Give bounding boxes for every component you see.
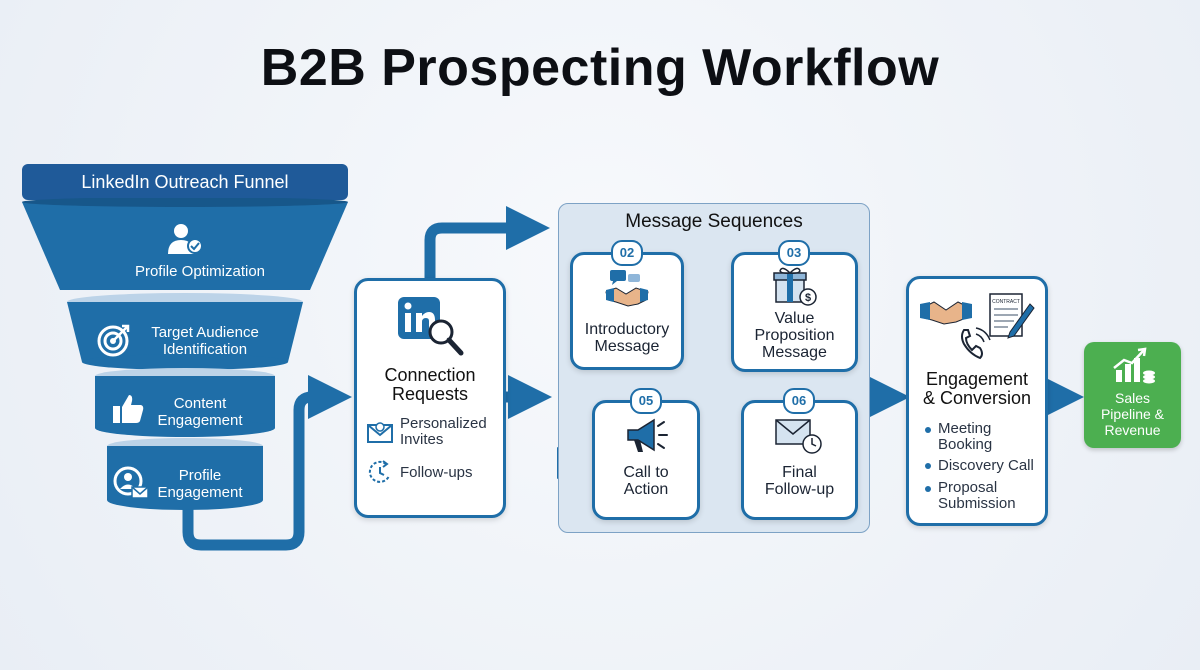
- handshake-contract-icon: CONTRACT: [920, 293, 1035, 360]
- envelope-clock-icon: [775, 419, 822, 454]
- step-05-card: [592, 400, 700, 520]
- step-02-badge: 02: [611, 240, 643, 266]
- connection-item-followups: Follow-ups: [400, 464, 473, 481]
- message-sequences-title: Message Sequences: [625, 211, 803, 232]
- funnel-tier-1-label: Profile Optimization: [134, 263, 266, 280]
- engagement-bullet-3: [925, 486, 931, 492]
- engagement-bullet-2: [925, 463, 931, 469]
- envelope-icon: [367, 422, 393, 443]
- user-check-icon: [168, 224, 203, 254]
- step-05-badge: 05: [630, 388, 662, 414]
- funnel-header: LinkedIn Outreach Funnel: [22, 164, 348, 200]
- clock-refresh-icon: [368, 460, 390, 483]
- target-icon: [97, 324, 130, 357]
- engagement-item-discovery: Discovery Call: [938, 457, 1034, 474]
- page-title: B2B Prospecting Workflow: [260, 39, 940, 97]
- step-06-badge: 06: [783, 388, 815, 414]
- engagement-conversion-title: Engagement& Conversion: [922, 369, 1032, 408]
- sales-pipeline-box: [1084, 342, 1181, 448]
- arrow-connection-to-sequences-top: [424, 206, 550, 278]
- megaphone-icon: [627, 418, 668, 452]
- linkedin-search-icon: [398, 297, 464, 356]
- growth-chart-icon: [1113, 347, 1155, 384]
- arrow-funnel-to-connection: [182, 375, 352, 551]
- svg-text:$: $: [805, 292, 811, 304]
- thumbs-up-icon: [113, 395, 144, 423]
- step-03-badge: 03: [778, 240, 810, 266]
- gift-dollar-icon: $: [773, 267, 817, 306]
- engagement-bullet-1: [925, 427, 931, 433]
- step-03-card: [731, 252, 858, 372]
- profile-mail-icon: [113, 466, 149, 499]
- step-02-card: [570, 252, 684, 370]
- handshake-chat-icon: [605, 270, 649, 307]
- contract-text: CONTRACT: [992, 299, 1020, 305]
